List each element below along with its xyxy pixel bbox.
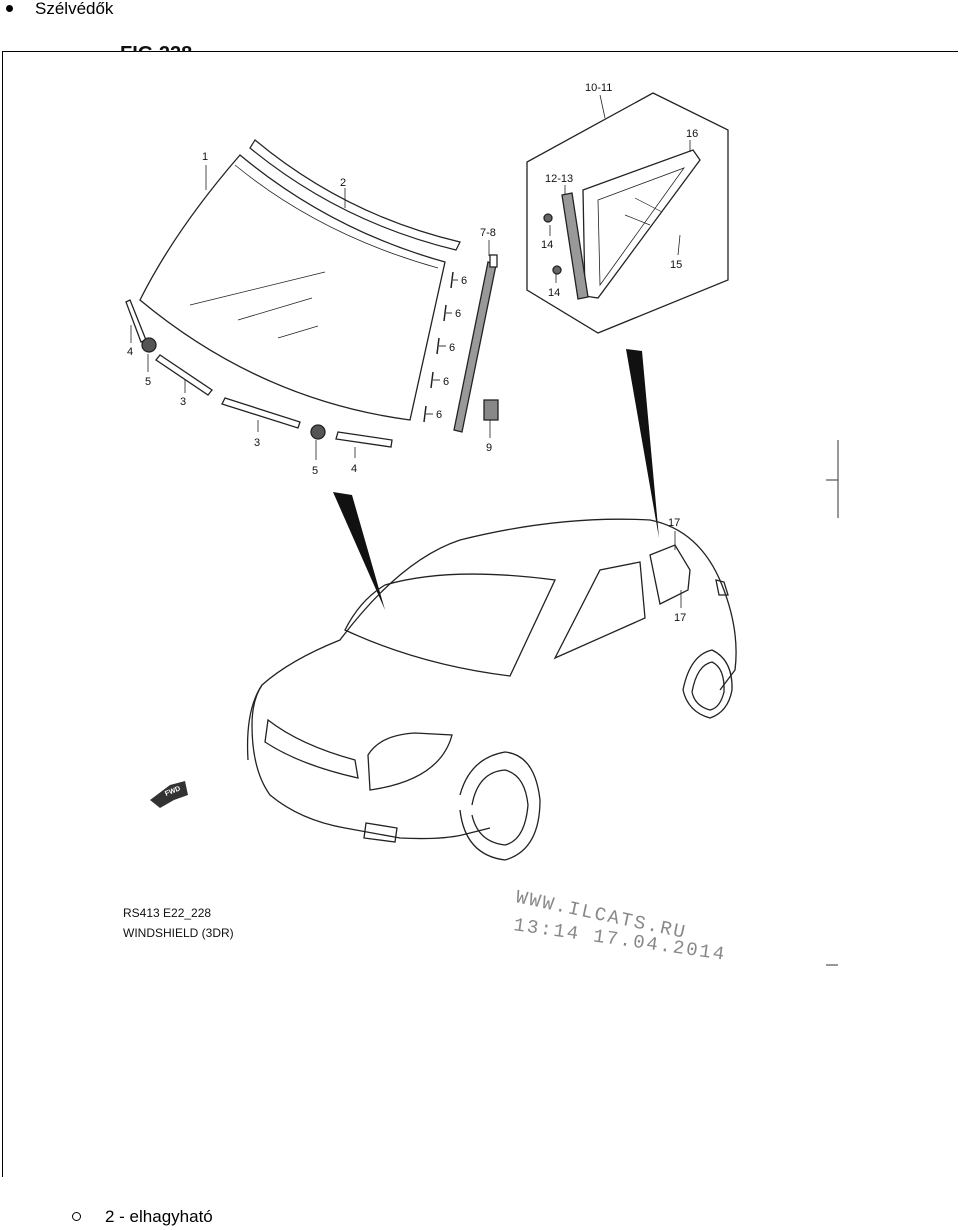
label-17b: 17 <box>674 612 686 624</box>
caption-code: RS413 E22_228 <box>123 906 211 920</box>
label-3a: 3 <box>180 396 186 408</box>
label-6b: 6 <box>455 308 461 320</box>
top-bullet-item: Szélvédők <box>6 0 113 19</box>
label-6e: 6 <box>436 409 442 421</box>
label-5b: 5 <box>312 465 318 477</box>
pointer-wedge-front <box>333 492 385 610</box>
label-6d: 6 <box>443 376 449 388</box>
clip-5a <box>141 337 157 353</box>
label-17a: 17 <box>668 517 680 529</box>
label-4b: 4 <box>351 463 357 475</box>
label-14b: 14 <box>548 287 560 299</box>
label-4a: 4 <box>127 346 133 358</box>
top-molding <box>249 139 461 251</box>
label-10-11: 10-11 <box>585 82 612 94</box>
label-16: 16 <box>686 128 698 140</box>
label-1: 1 <box>202 151 208 163</box>
top-bullet-text: Szélvédők <box>35 0 114 18</box>
quarter-glass-frame <box>582 149 701 299</box>
lower-molding-3a <box>155 354 213 396</box>
inset-box <box>526 92 729 334</box>
label-6c: 6 <box>449 342 455 354</box>
bullet-circle-icon <box>72 1212 81 1222</box>
lower-molding-3b <box>221 397 301 429</box>
bullet-dot-icon <box>6 5 13 13</box>
pillar-clip <box>489 254 498 268</box>
quarter-molding <box>561 192 589 300</box>
label-6a: 6 <box>461 275 467 287</box>
label-7-8: 7-8 <box>480 227 496 239</box>
label-15: 15 <box>670 259 682 271</box>
car-outline <box>246 518 737 861</box>
caption-title: WINDSHIELD (3DR) <box>123 926 234 940</box>
part-9 <box>483 399 499 421</box>
bottom-bullet-text: 2 - elhagyható <box>105 1207 213 1226</box>
diagram-frame <box>2 51 958 1177</box>
pointer-wedge-quarter <box>626 349 659 538</box>
label-2: 2 <box>340 177 346 189</box>
side-molding-4a <box>125 299 147 343</box>
windshield-glass <box>139 154 446 421</box>
label-12-13: 12-13 <box>545 173 573 185</box>
side-molding-4b <box>335 431 393 448</box>
clip-5b <box>310 424 326 440</box>
label-9: 9 <box>486 442 492 454</box>
bottom-bullet-item: 2 - elhagyható <box>72 1206 213 1228</box>
label-3b: 3 <box>254 437 260 449</box>
label-5a: 5 <box>145 376 151 388</box>
fwd-arrow-icon: FWD <box>150 781 188 808</box>
label-14a: 14 <box>541 239 553 251</box>
